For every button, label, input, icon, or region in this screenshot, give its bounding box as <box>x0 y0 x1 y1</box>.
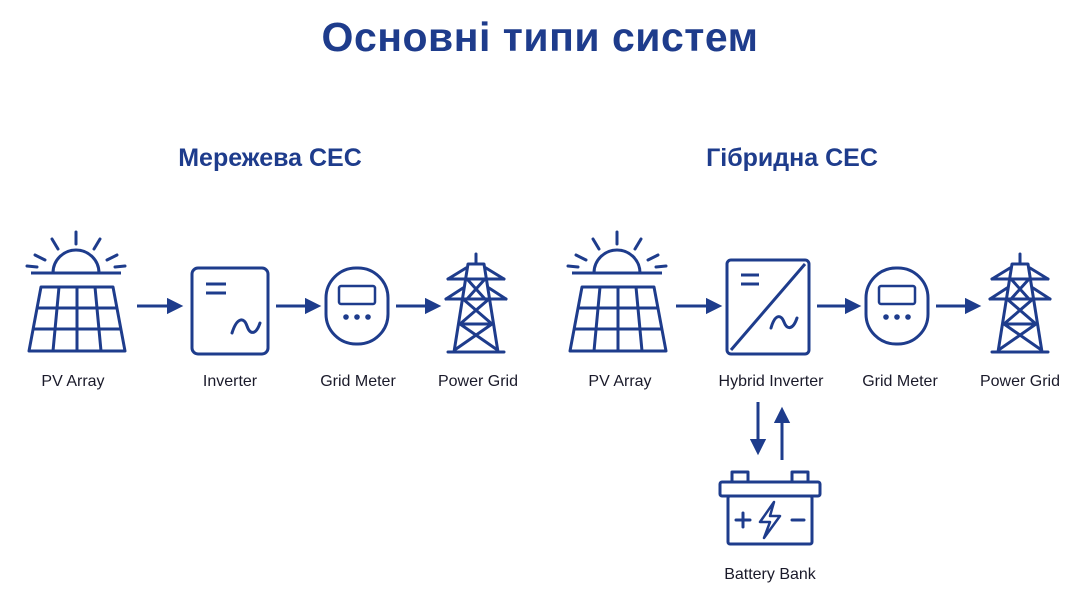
solar-panel-icon <box>566 230 668 353</box>
label-hybrid-inverter: Hybrid Inverter <box>718 373 824 390</box>
label-pv-array: PV Array <box>588 373 652 390</box>
hybrid-inverter-icon <box>725 258 811 356</box>
label-battery-bank: Battery Bank <box>724 566 816 583</box>
label-grid-meter: Grid Meter <box>320 373 396 390</box>
inverter-icon <box>190 266 270 356</box>
label-inverter: Inverter <box>202 373 258 390</box>
label-pv-array: PV Array <box>41 373 105 390</box>
grid-system-title: Мережева СЕС <box>178 144 362 172</box>
label-power-grid: Power Grid <box>979 373 1061 390</box>
battery-icon <box>718 470 822 546</box>
hybrid-system-title: Гібридна СЕС <box>706 144 878 172</box>
label-power-grid: Power Grid <box>437 373 519 390</box>
meter-icon <box>324 266 390 346</box>
power-tower-icon <box>444 252 508 354</box>
label-grid-meter: Grid Meter <box>862 373 938 390</box>
page-title: Основні типи систем <box>321 14 759 60</box>
solar-panel-icon <box>25 230 127 353</box>
power-tower-icon <box>988 252 1052 354</box>
meter-icon <box>864 266 930 346</box>
